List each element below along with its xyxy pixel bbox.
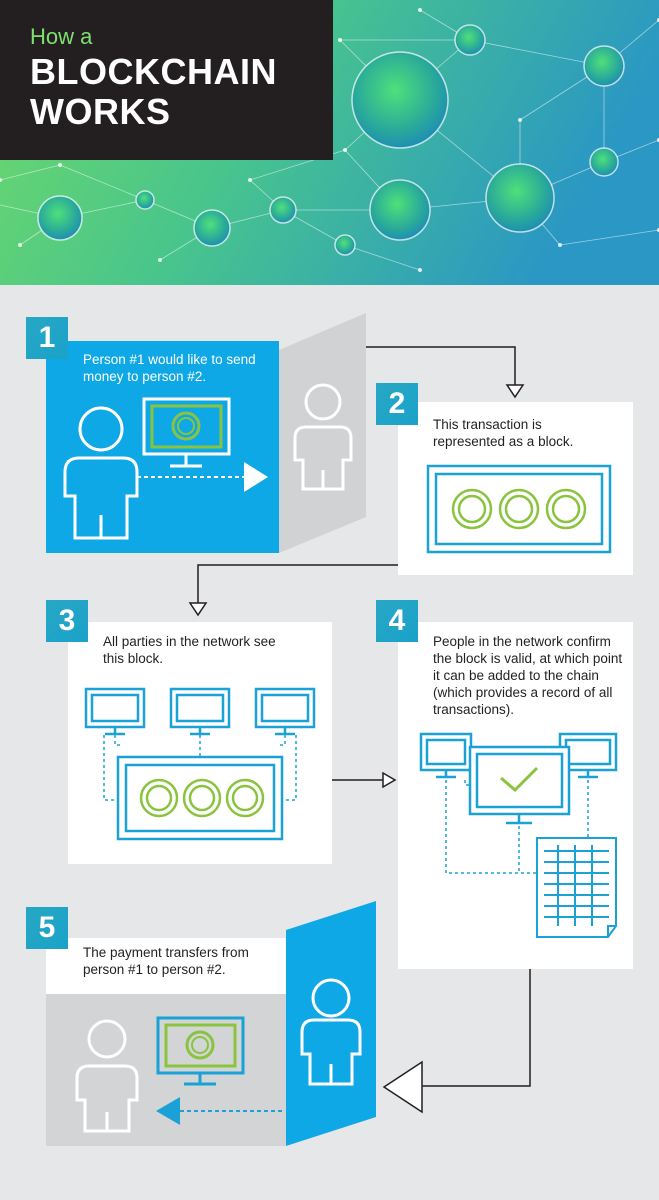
step-1-panel bbox=[46, 313, 366, 553]
title-main: BLOCKCHAIN WORKS bbox=[30, 52, 277, 132]
connector-4-5 bbox=[422, 969, 531, 1087]
checkmark-icon bbox=[500, 766, 539, 793]
step-5-blue-fold bbox=[286, 901, 376, 1146]
step-5-number: 5 bbox=[26, 907, 68, 949]
step-3-panel bbox=[68, 622, 332, 864]
person-icon bbox=[300, 978, 362, 1086]
network-dashed-lines bbox=[103, 735, 297, 801]
connector-1-2 bbox=[366, 346, 516, 385]
step-4-text: People in the network confirm the block … bbox=[433, 634, 623, 717]
arrow-icon bbox=[188, 602, 208, 617]
step-5-panel bbox=[46, 901, 376, 1146]
step-2-text: This transaction is represented as a blo… bbox=[433, 417, 574, 449]
connector-2-3 bbox=[197, 564, 398, 603]
step-1-fold-panel bbox=[279, 313, 366, 553]
person-icon bbox=[63, 406, 139, 540]
step-1-number: 1 bbox=[26, 317, 68, 359]
title-subtitle: How a bbox=[30, 24, 93, 49]
arrow-icon bbox=[156, 1097, 180, 1125]
monitor-icon bbox=[156, 1016, 245, 1086]
person-icon bbox=[293, 383, 353, 491]
title-box: How a BLOCKCHAIN WORKS bbox=[0, 0, 333, 160]
title-line-2: WORKS bbox=[30, 91, 171, 132]
coin-icon bbox=[139, 778, 265, 818]
step-3-text: All parties in the network see this bloc… bbox=[103, 634, 276, 666]
step-5-text: The payment transfers from person #1 to … bbox=[83, 945, 249, 977]
step-4-panel bbox=[398, 622, 633, 969]
step-3-number: 3 bbox=[46, 600, 88, 642]
block-icon bbox=[116, 755, 284, 841]
person-icon bbox=[75, 1019, 139, 1133]
step-1-text: Person #1 would like to send money to pe… bbox=[83, 352, 256, 384]
title-line-1: BLOCKCHAIN bbox=[30, 51, 277, 92]
step-2-number: 2 bbox=[376, 383, 418, 425]
network-dashed-lines bbox=[445, 780, 589, 874]
monitor-icon bbox=[142, 397, 231, 468]
ledger-icon bbox=[536, 837, 617, 938]
arrow-icon bbox=[505, 384, 525, 399]
arrow-icon bbox=[382, 1060, 423, 1114]
network-icon bbox=[419, 732, 618, 825]
network-dots bbox=[0, 8, 659, 272]
step-4-number: 4 bbox=[376, 600, 418, 642]
arrow-icon bbox=[244, 462, 268, 492]
arrow-icon bbox=[382, 771, 397, 789]
network-nodes bbox=[37, 24, 625, 256]
step-2-panel bbox=[398, 402, 633, 575]
network-icon bbox=[84, 687, 316, 736]
coin-icon bbox=[451, 488, 587, 530]
block-icon bbox=[426, 464, 612, 554]
